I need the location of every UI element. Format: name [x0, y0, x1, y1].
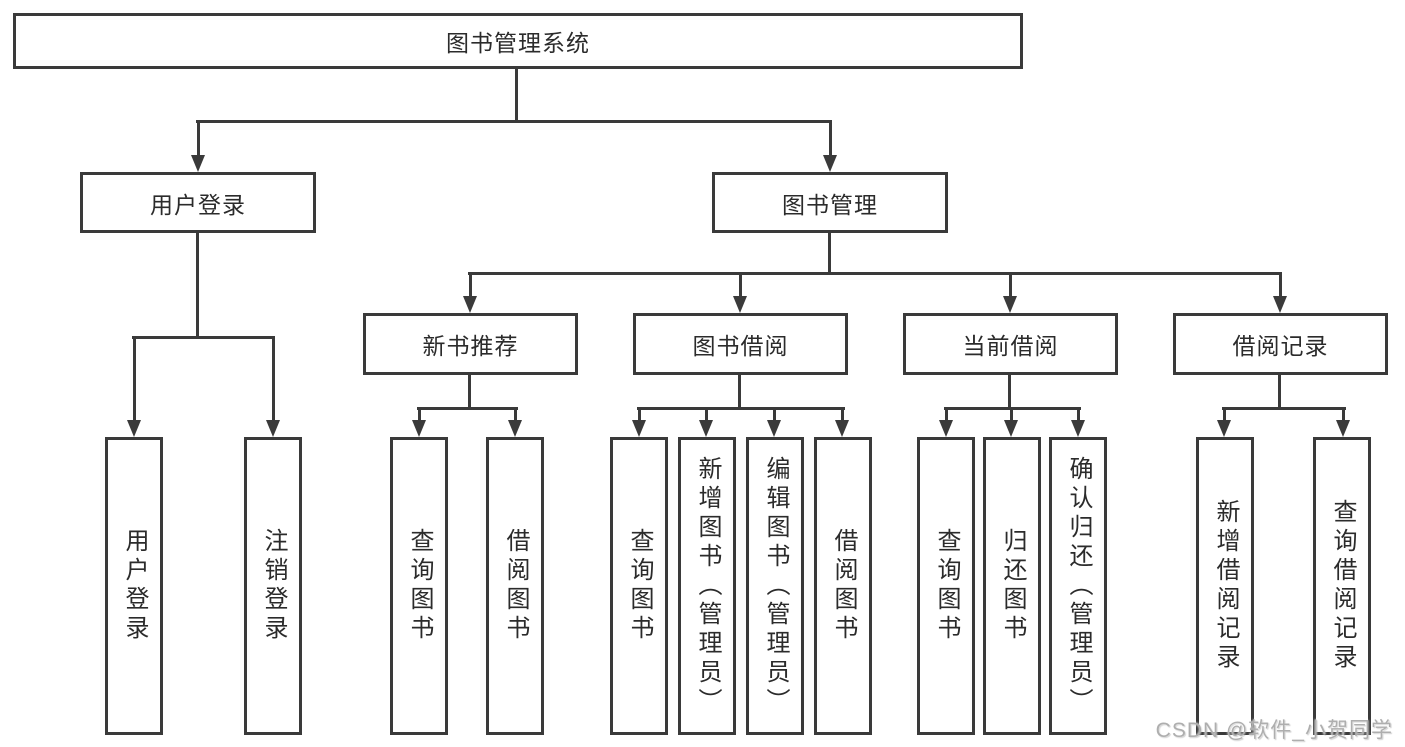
connector-book-management-rail	[468, 272, 1282, 275]
connector-book-borrow-rail	[637, 407, 845, 410]
arrow-to-current-borrow	[1003, 272, 1017, 313]
csdn-watermark: CSDN @软件_小贺同学	[1155, 719, 1393, 742]
arrow-to-leaf-borrow-books-recommend	[508, 407, 522, 437]
leaf-add-book-admin-label: 新增图书（管理员）	[694, 455, 721, 717]
arrow-to-leaf-add-book-admin	[699, 407, 713, 437]
leaf-confirm-return-admin-label: 确认归还（管理员）	[1065, 455, 1092, 717]
arrow-to-new-book-recommend	[463, 272, 477, 313]
leaf-add-book-admin: 新增图书（管理员）	[678, 437, 736, 735]
arrow-to-borrow-records	[1273, 272, 1287, 313]
connector-book-management-stem	[828, 233, 831, 275]
connector-user-login-rail	[132, 336, 275, 339]
leaf-confirm-return-admin: 确认归还（管理员）	[1049, 437, 1107, 735]
leaf-borrow-books-borrow: 借阅图书	[814, 437, 872, 735]
arrow-to-user-login	[191, 120, 205, 172]
leaf-query-books-borrow-label: 查询图书	[626, 528, 653, 644]
arrow-to-book-borrow	[733, 272, 747, 313]
node-book-management: 图书管理	[712, 172, 948, 233]
leaf-logout-label: 注销登录	[260, 528, 287, 644]
leaf-return-book-label: 归还图书	[999, 528, 1026, 644]
arrow-to-leaf-query-books-current	[939, 407, 953, 437]
arrow-to-book-management	[823, 120, 837, 172]
connector-root-rail	[196, 120, 832, 123]
leaf-query-books-current: 查询图书	[917, 437, 975, 735]
leaf-query-books-recommend: 查询图书	[390, 437, 448, 735]
node-user-login: 用户登录	[80, 172, 316, 233]
leaf-borrow-books-recommend-label: 借阅图书	[502, 528, 529, 644]
node-new-book-recommend: 新书推荐	[363, 313, 578, 375]
node-borrow-records: 借阅记录	[1173, 313, 1388, 375]
connector-borrow-records-rail	[1222, 407, 1346, 410]
leaf-query-borrow-record: 查询借阅记录	[1313, 437, 1371, 735]
arrow-to-leaf-borrow-books-borrow	[835, 407, 849, 437]
connector-new-book-recommend-stem	[468, 375, 471, 410]
leaf-query-books-borrow: 查询图书	[610, 437, 668, 735]
connector-book-borrow-stem	[738, 375, 741, 410]
node-new-book-recommend-label: 新书推荐	[422, 333, 519, 359]
arrow-to-leaf-return-book	[1004, 407, 1018, 437]
node-current-borrow-label: 当前借阅	[962, 333, 1059, 359]
leaf-query-books-recommend-label: 查询图书	[406, 528, 433, 644]
leaf-query-books-current-label: 查询图书	[933, 528, 960, 644]
arrow-to-leaf-query-books-borrow	[632, 407, 646, 437]
leaf-user-login: 用户登录	[105, 437, 163, 735]
arrow-to-leaf-query-books-recommend	[412, 407, 426, 437]
connector-current-borrow-stem	[1008, 375, 1011, 410]
arrow-to-leaf-confirm-return-admin	[1071, 407, 1085, 437]
leaf-user-login-label: 用户登录	[121, 528, 148, 644]
connector-new-book-recommend-rail	[417, 407, 518, 410]
leaf-add-borrow-record: 新增借阅记录	[1196, 437, 1254, 735]
node-root-label: 图书管理系统	[446, 30, 590, 56]
leaf-borrow-books-borrow-label: 借阅图书	[830, 528, 857, 644]
leaf-query-borrow-record-label: 查询借阅记录	[1329, 499, 1356, 673]
node-borrow-records-label: 借阅记录	[1232, 333, 1329, 359]
leaf-logout: 注销登录	[244, 437, 302, 735]
node-root: 图书管理系统	[13, 13, 1023, 69]
connector-root-stem	[515, 66, 518, 123]
leaf-add-borrow-record-label: 新增借阅记录	[1212, 499, 1239, 673]
node-book-management-label: 图书管理	[782, 191, 878, 218]
arrow-to-leaf-add-borrow-record	[1217, 407, 1231, 437]
node-book-borrow: 图书借阅	[633, 313, 848, 375]
connector-user-login-stem	[196, 233, 199, 339]
arrow-to-leaf-edit-book-admin	[767, 407, 781, 437]
node-user-login-label: 用户登录	[150, 191, 246, 218]
connector-current-borrow-rail	[944, 407, 1081, 410]
leaf-return-book: 归还图书	[983, 437, 1041, 735]
leaf-edit-book-admin: 编辑图书（管理员）	[746, 437, 804, 735]
leaf-borrow-books-recommend: 借阅图书	[486, 437, 544, 735]
arrow-to-leaf-query-borrow-record	[1336, 407, 1350, 437]
leaf-edit-book-admin-label: 编辑图书（管理员）	[762, 455, 789, 717]
node-current-borrow: 当前借阅	[903, 313, 1118, 375]
arrow-to-leaf-user-login	[127, 336, 141, 437]
connector-borrow-records-stem	[1278, 375, 1281, 410]
node-book-borrow-label: 图书借阅	[692, 333, 789, 359]
arrow-to-leaf-logout	[266, 336, 280, 437]
